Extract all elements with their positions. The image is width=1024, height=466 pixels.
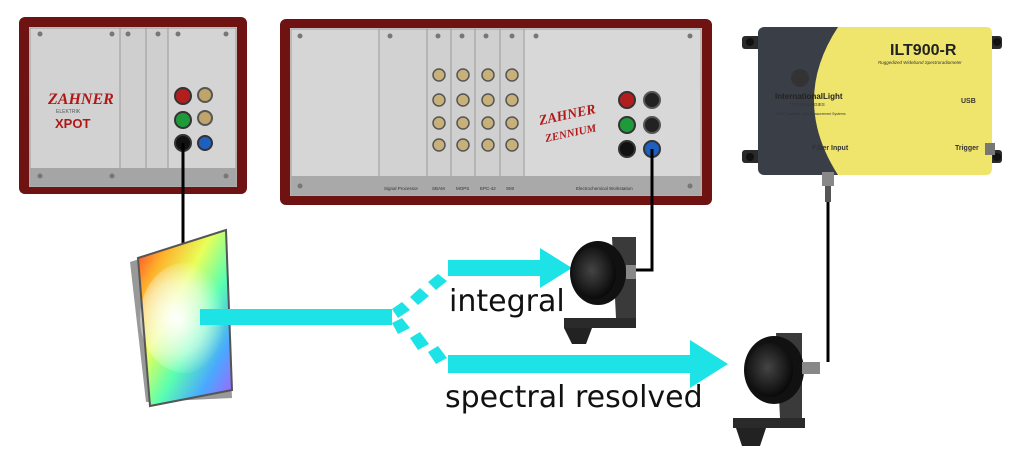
- zennium-module-label: SMI: [506, 186, 514, 191]
- ilt-brand: InternationalLight: [775, 92, 843, 101]
- arrow-to-spectral-sensor: [448, 340, 728, 388]
- xpot-model: XPOT: [55, 116, 90, 131]
- zennium-module-label: SBAM: [432, 186, 445, 191]
- light-beam-main: [200, 309, 392, 325]
- beam-branch-spectral: [392, 318, 447, 364]
- integral-sensor: [564, 237, 636, 344]
- beam-branch-integral: [392, 274, 447, 318]
- label-spectral-resolved: spectral resolved: [445, 380, 703, 415]
- zennium-module-label: EPC-42: [480, 186, 496, 191]
- ilt-port-usb: USB: [961, 98, 976, 105]
- ilt900-spectrometer: [742, 27, 1002, 202]
- ilt-brand-sub: TECHNOLOGIES: [789, 102, 825, 107]
- label-integral: integral: [449, 284, 565, 319]
- xpot-device: [19, 17, 247, 194]
- cable-zennium-to-integral-sensor: [636, 149, 654, 272]
- zennium-module-label: Signal Processor: [384, 186, 419, 191]
- ilt-subtitle: Ruggedized Wideband Spectroradiometer: [878, 60, 962, 65]
- xpot-brand: ZAHNER: [47, 91, 114, 108]
- xpot-brand-sub: ELEKTRIK: [56, 109, 81, 115]
- ilt-tagline: NIST Traceable Light Measurement Systems: [776, 112, 846, 116]
- zennium-module-label: MOPS: [456, 186, 469, 191]
- ilt-model: ILT900-R: [890, 42, 957, 59]
- ilt-port-trigger: Trigger: [955, 145, 979, 152]
- led-panel: [130, 228, 234, 408]
- ilt-port-fiber: Fiber Input: [812, 145, 849, 152]
- spectral-sensor: [733, 333, 820, 446]
- zennium-device: [280, 19, 712, 205]
- cables: [181, 143, 830, 362]
- arrow-to-integral-sensor: [448, 248, 572, 288]
- zennium-module-label: Electrochemical Workstation: [576, 186, 633, 191]
- light-paths: [200, 248, 728, 388]
